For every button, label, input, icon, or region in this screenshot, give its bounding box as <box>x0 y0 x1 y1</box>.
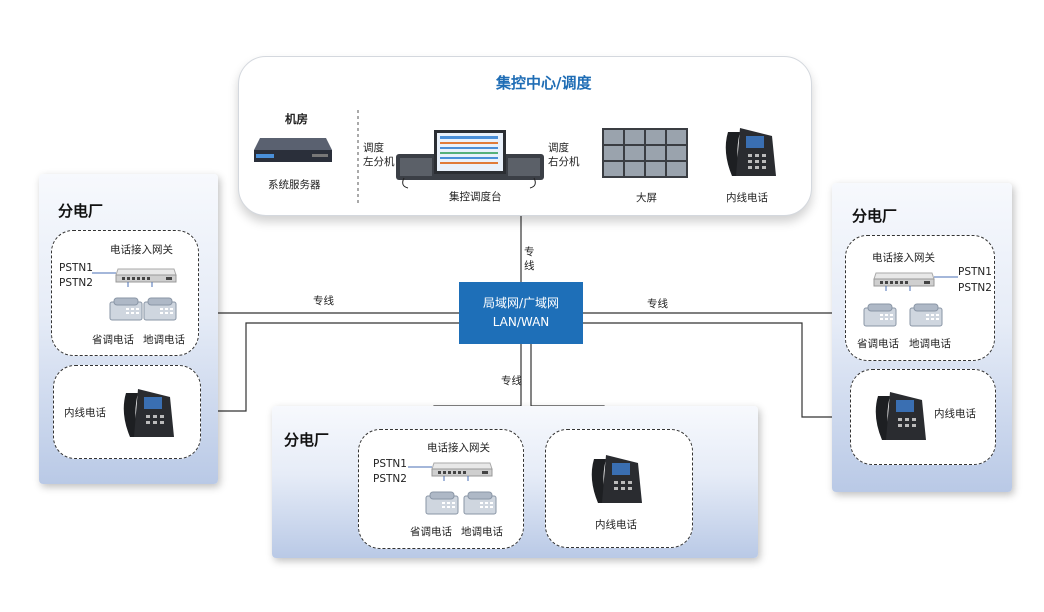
plant-right-gateway-label: 电话接入网关 <box>872 252 935 264</box>
ip-phone-icon <box>875 392 926 440</box>
ip-phone-icon <box>123 389 174 437</box>
right-link-label: 专线 <box>647 298 668 310</box>
ip-phone-icon <box>725 128 776 176</box>
gateway-icon <box>92 268 177 287</box>
ip-phone-icon <box>591 455 642 503</box>
plant-left-phone2-label: 地调电话 <box>143 334 185 346</box>
lan-wan-box: 局域网/广域网 LAN/WAN <box>459 282 583 344</box>
plant-bottom-phone2-label: 地调电话 <box>461 526 503 538</box>
dispatch-console-icon <box>396 130 544 189</box>
gateway-icon <box>408 462 493 481</box>
left-extension-line2: 左分机 <box>363 156 395 168</box>
analog-phone-icon <box>109 297 143 321</box>
top-link-label-1: 专 <box>524 246 535 258</box>
analog-phone-icon <box>143 297 177 321</box>
plant-left-phone1-label: 省调电话 <box>92 334 134 346</box>
plant-bottom-gateway-label: 电话接入网关 <box>427 442 490 454</box>
dispatch-console-label: 集控调度台 <box>449 191 502 203</box>
left-link-label: 专线 <box>313 295 334 307</box>
lan-wan-label-en: LAN/WAN <box>492 315 550 329</box>
server-label: 系统服务器 <box>268 179 321 191</box>
plant-bottom-pstn2: PSTN2 <box>373 473 407 485</box>
plant-bottom-gateway-box <box>358 429 524 549</box>
right-extension-line1: 调度 <box>548 142 569 154</box>
analog-phone-icon <box>863 303 897 327</box>
center-phone-label: 内线电话 <box>726 192 768 204</box>
control-center-panel <box>238 56 812 216</box>
divider-line <box>357 110 359 206</box>
analog-phone-icon <box>909 303 943 327</box>
machine-room-label: 机房 <box>285 112 308 126</box>
plant-right-inner-phone-label: 内线电话 <box>934 408 976 420</box>
plant-right-pstn2: PSTN2 <box>958 282 992 294</box>
plant-left-inner-phone-label: 内线电话 <box>64 407 106 419</box>
plant-bottom-title: 分电厂 <box>284 431 330 449</box>
video-wall-icon <box>602 128 688 178</box>
left-extension-line1: 调度 <box>363 142 384 154</box>
top-link-label-2: 线 <box>524 260 535 272</box>
plant-bottom-pstn1: PSTN1 <box>373 458 407 470</box>
plant-right-title: 分电厂 <box>852 207 898 225</box>
plant-right-gateway-box <box>845 235 995 361</box>
plant-bottom-inner-phone-label: 内线电话 <box>595 519 637 531</box>
plant-left-title: 分电厂 <box>58 202 104 220</box>
analog-phone-icon <box>425 491 459 515</box>
plant-left-pstn1: PSTN1 <box>59 262 93 274</box>
plant-left-gateway-box <box>51 230 199 356</box>
plant-right-pstn1: PSTN1 <box>958 266 992 278</box>
plant-left-gateway-label: 电话接入网关 <box>110 244 173 256</box>
control-center-title: 集控中心/调度 <box>496 74 592 92</box>
video-wall-label: 大屏 <box>636 192 657 204</box>
plant-right-phone2-label: 地调电话 <box>909 338 951 350</box>
bottom-link-label: 专线 <box>501 375 522 387</box>
gateway-icon <box>873 272 958 291</box>
plant-left-pstn2: PSTN2 <box>59 277 93 289</box>
server-icon <box>254 138 332 162</box>
analog-phone-icon <box>463 491 497 515</box>
plant-right-phone1-label: 省调电话 <box>857 338 899 350</box>
right-extension-line2: 右分机 <box>548 156 580 168</box>
plant-bottom-phone1-label: 省调电话 <box>410 526 452 538</box>
lan-wan-label-cn: 局域网/广域网 <box>482 296 560 310</box>
